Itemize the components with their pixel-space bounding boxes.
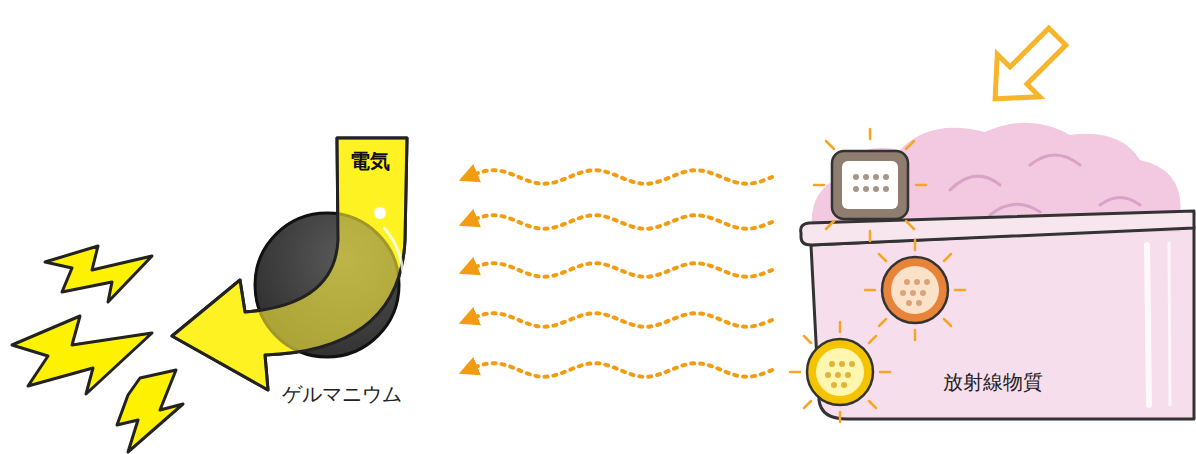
radiation-wave bbox=[468, 170, 772, 183]
pot: 放射線物質 bbox=[797, 205, 1196, 425]
source-orange bbox=[865, 240, 965, 340]
radiation-wave bbox=[468, 313, 772, 326]
source-square bbox=[814, 129, 926, 241]
node-label: ゲルマニウム bbox=[220, 381, 464, 408]
node-label: 放射線物質 bbox=[943, 369, 1043, 396]
radiation-wave bbox=[468, 263, 772, 276]
mound-curve bbox=[1100, 198, 1140, 206]
source-yellow bbox=[790, 322, 890, 422]
pointer-arrow bbox=[974, 15, 1079, 120]
electricity-arrow-glass bbox=[172, 138, 407, 390]
germanium-ball: ゲルマニウム bbox=[220, 205, 464, 410]
mound-curve bbox=[1030, 155, 1080, 165]
mound-curve bbox=[990, 204, 1040, 215]
germanium-ball-outline bbox=[220, 205, 464, 410]
lightning-bolt bbox=[117, 370, 183, 452]
ball-highlight bbox=[374, 207, 386, 219]
mound-curve bbox=[950, 176, 1000, 190]
radiation-wave bbox=[468, 215, 772, 228]
ball-highlight bbox=[384, 228, 403, 272]
lightning-bolt bbox=[45, 246, 152, 302]
electricity-arrow bbox=[172, 138, 407, 390]
radiation-wave bbox=[468, 363, 772, 376]
arrow-label: 電気 bbox=[350, 148, 390, 175]
lightning-bolt bbox=[12, 316, 152, 394]
